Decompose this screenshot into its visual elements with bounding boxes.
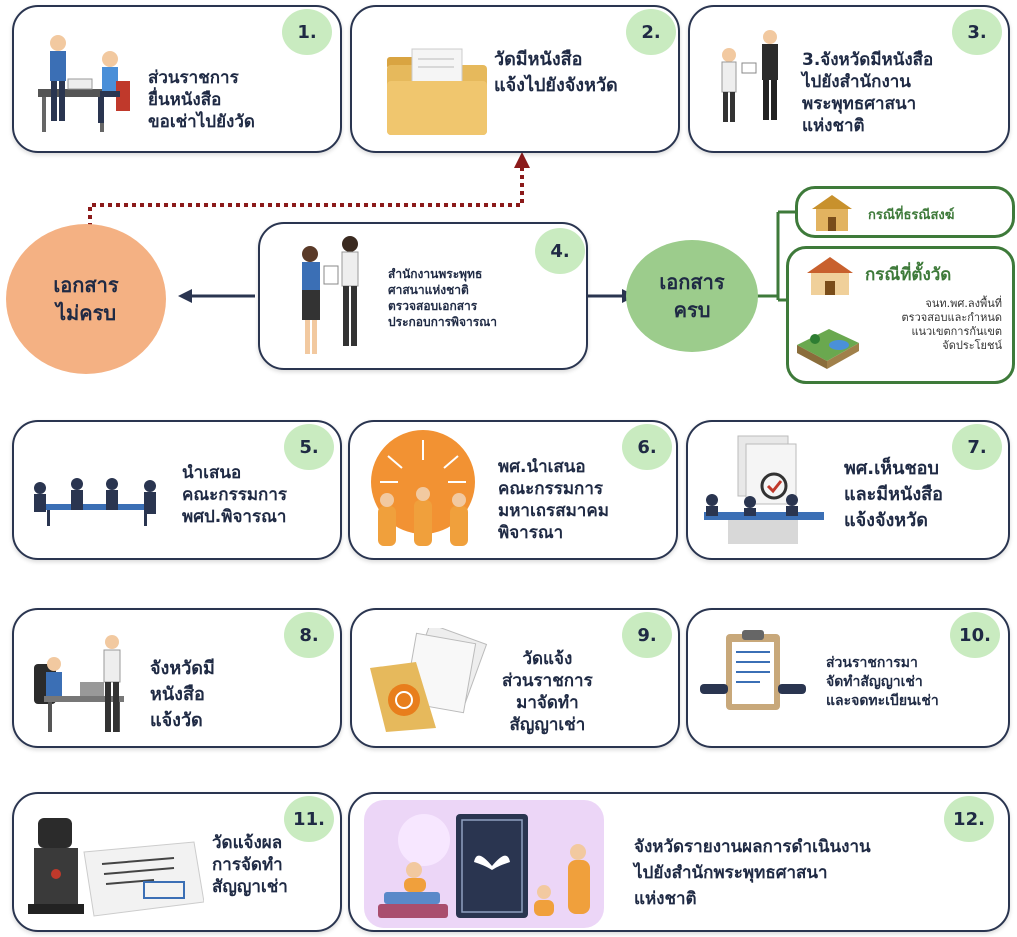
office-desk-icon (38, 35, 130, 132)
monks-dharma-wheel-icon (371, 430, 475, 546)
step-number: 1. (282, 9, 332, 55)
step-4-text: สำนักงานพระพุทธ ศาสนาแห่งชาติ ตรวจสอบเอก… (388, 267, 498, 329)
step-7-text: พศ.เห็นชอบ และมีหนังสือ แจ้งจังหวัด (844, 458, 943, 531)
case-temple-box: กรณีที่ตั้งวัด จนท.พศ.ลงพื้นที่ ตรวจสอบแ… (786, 246, 1015, 384)
step-6-card: 6. พศ.นำเสนอ คณะกรรมการ มหาเถรสมาคม พิจา… (348, 420, 678, 560)
case-temple-label: กรณีที่ตั้งวัด (865, 265, 952, 285)
step-11-text: วัดแจ้งผล การจัดทำ สัญญาเช่า (212, 833, 288, 897)
contract-clipboard-icon (700, 630, 806, 710)
folder-icon (387, 48, 487, 135)
step-3-text: 3.จังหวัดมีหนังสือ ไปยังสำนักงาน พระพุทธ… (802, 50, 934, 136)
approval-meeting-icon (704, 435, 824, 544)
folder-documents-icon (370, 628, 488, 732)
step-number: 9. (622, 612, 672, 658)
step-number: 2. (626, 9, 676, 55)
case-dharma-box: กรณีที่ธรณีสงฆ์ (795, 186, 1015, 238)
step-8-card: 8. จังหวัดมี หนังสือ แจ้งวัด (12, 608, 342, 748)
step-2-text: วัดมีหนังสือ แจ้งไปยังจังหวัด (494, 49, 618, 96)
documents-complete-circle: เอกสาร ครบ (626, 240, 758, 352)
step-12-card: 12. จังหวัดรายงานผลการดำเนินงาน ไปยังสำน… (348, 792, 1010, 932)
step-6-text: พศ.นำเสนอ คณะกรรมการ มหาเถรสมาคม พิจารณา (498, 457, 609, 543)
office-workers-icon (34, 635, 124, 732)
step-3-card: 3. 3.จังหวัดมีหนังสือ ไปยังสำนักงาน พระพ… (688, 5, 1010, 153)
case-temple-note: จนท.พศ.ลงพื้นที่ ตรวจสอบและกำหนด แนวเขตก… (901, 297, 1002, 352)
step-12-text: จังหวัดรายงานผลการดำเนินงาน ไปยังสำนักพร… (634, 837, 871, 909)
step-number: 10. (950, 612, 1000, 658)
step-7-card: 7. พศ.เห็นชอบ และมีหนังสือ แจ้งจังหวัด (686, 420, 1010, 560)
step-11-card: 11. วัดแจ้งผล การจัดทำ สัญญาเช่า (12, 792, 342, 932)
step-10-card: 10. ส่วนราชการมา จัดทำสัญญาเช่า และจดทะเ… (686, 608, 1010, 748)
step-number: 3. (952, 9, 1002, 55)
case-dharma-label: กรณีที่ธรณีสงฆ์ (868, 208, 955, 223)
temple-icon (807, 257, 853, 295)
step-number: 7. (952, 424, 1002, 470)
documents-incomplete-circle: เอกสาร ไม่ครบ (6, 224, 166, 374)
step-number: 11. (284, 796, 334, 842)
committee-meeting-icon (34, 478, 156, 526)
step-number: 12. (944, 796, 994, 842)
step-1-text: ส่วนราชการ ยื่นหนังสือ ขอเช่าไปยังวัด (148, 68, 255, 132)
step-5-text: นำเสนอ คณะกรรมการ พศป.พิจารณา (182, 463, 288, 527)
step-number: 4. (535, 228, 585, 274)
step-1-card: 1. ส่วนราชการ ยื่นหนังสือ ขอเช่าไปยังวัด (12, 5, 342, 153)
step-4-card: 4. สำนักงานพระพุทธ ศาสนาแห่งชาติ ตรวจสอบ… (258, 222, 588, 370)
step-number: 8. (284, 612, 334, 658)
stamp-document-icon (28, 818, 204, 917)
step-10-text: ส่วนราชการมา จัดทำสัญญาเช่า และจดทะเบียน… (826, 655, 939, 709)
temple-building-icon (812, 195, 852, 231)
handshake-people-icon (721, 30, 778, 122)
buddhist-scripture-icon (364, 800, 604, 928)
step-2-card: 2. วัดมีหนังสือ แจ้งไปยังจังหวัด (350, 5, 680, 153)
step-number: 6. (622, 424, 672, 470)
step-9-text: วัดแจ้ง ส่วนราชการ มาจัดทำ สัญญาเช่า (502, 649, 593, 735)
step-number: 5. (284, 424, 334, 470)
step-5-card: 5. นำเสนอ คณะกรรมการ พศป.พิจารณา (12, 420, 342, 560)
step-9-card: 9. วัดแจ้ง ส่วนราชการ มาจัดทำ สัญญาเช่า (350, 608, 680, 748)
land-plot-icon (797, 329, 859, 369)
people-reviewing-icon (302, 236, 359, 354)
step-8-text: จังหวัดมี หนังสือ แจ้งวัด (150, 658, 215, 731)
